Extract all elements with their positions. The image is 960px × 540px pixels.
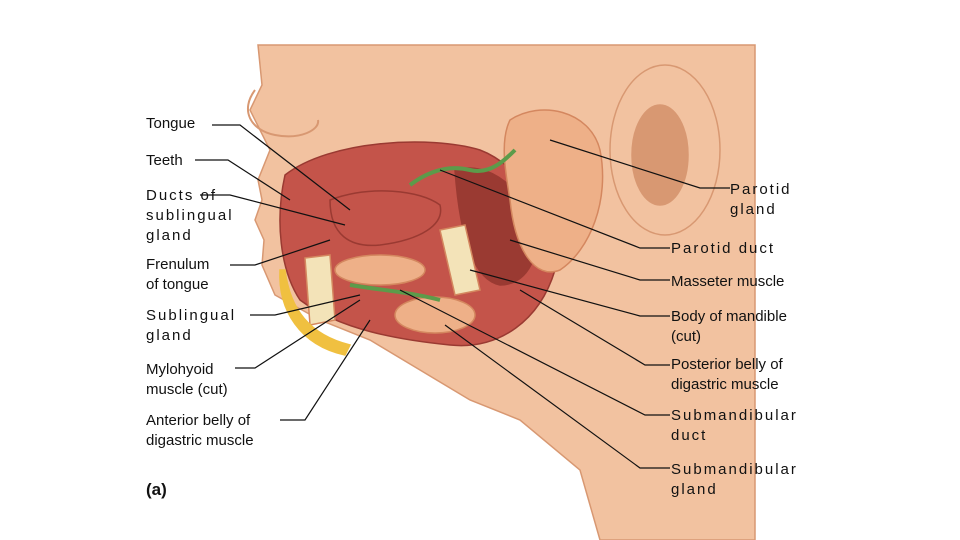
tongue-shape (329, 190, 442, 247)
label-body-of-mandible: Body of mandible (cut) (671, 308, 787, 345)
mandible-bone-side (439, 224, 481, 296)
label-tongue: Tongue (146, 115, 196, 132)
nose (246, 89, 320, 138)
submandibular-duct-shape (349, 283, 441, 302)
leader-lines (195, 124, 730, 469)
label-teeth: Teeth (146, 152, 183, 169)
mandible-bone-front (304, 254, 336, 326)
label-parotid-duct: Parotid duct (671, 240, 776, 257)
parotid-duct-shape (408, 148, 517, 187)
label-parotid-gland: Parotid gland (730, 181, 792, 218)
label-mylohyoid-muscle: Mylohyoid muscle (cut) (146, 361, 228, 398)
parotid-gland-shape (503, 109, 604, 273)
ear-inner (631, 104, 689, 206)
label-posterior-belly-digastric: Posterior belly of digastric muscle (671, 356, 783, 393)
label-frenulum-of-tongue: Frenulum of tongue (146, 256, 210, 293)
label-anterior-belly-digastric: Anterior belly of digastric muscle (146, 412, 254, 449)
label-sublingual-gland: Sublingual gland (146, 307, 237, 344)
panel-label: (a) (146, 480, 167, 499)
label-submandibular-duct: Submandibular duct (671, 407, 798, 444)
submandibular-gland-shape (394, 296, 476, 334)
label-ducts-of-sublingual-gland: Ducts of sublingual gland (146, 187, 234, 244)
label-submandibular-gland: Submandibular gland (671, 461, 798, 498)
fat-pad (279, 269, 352, 356)
label-masseter-muscle: Masseter muscle (671, 273, 785, 290)
sublingual-gland-shape (334, 254, 426, 286)
